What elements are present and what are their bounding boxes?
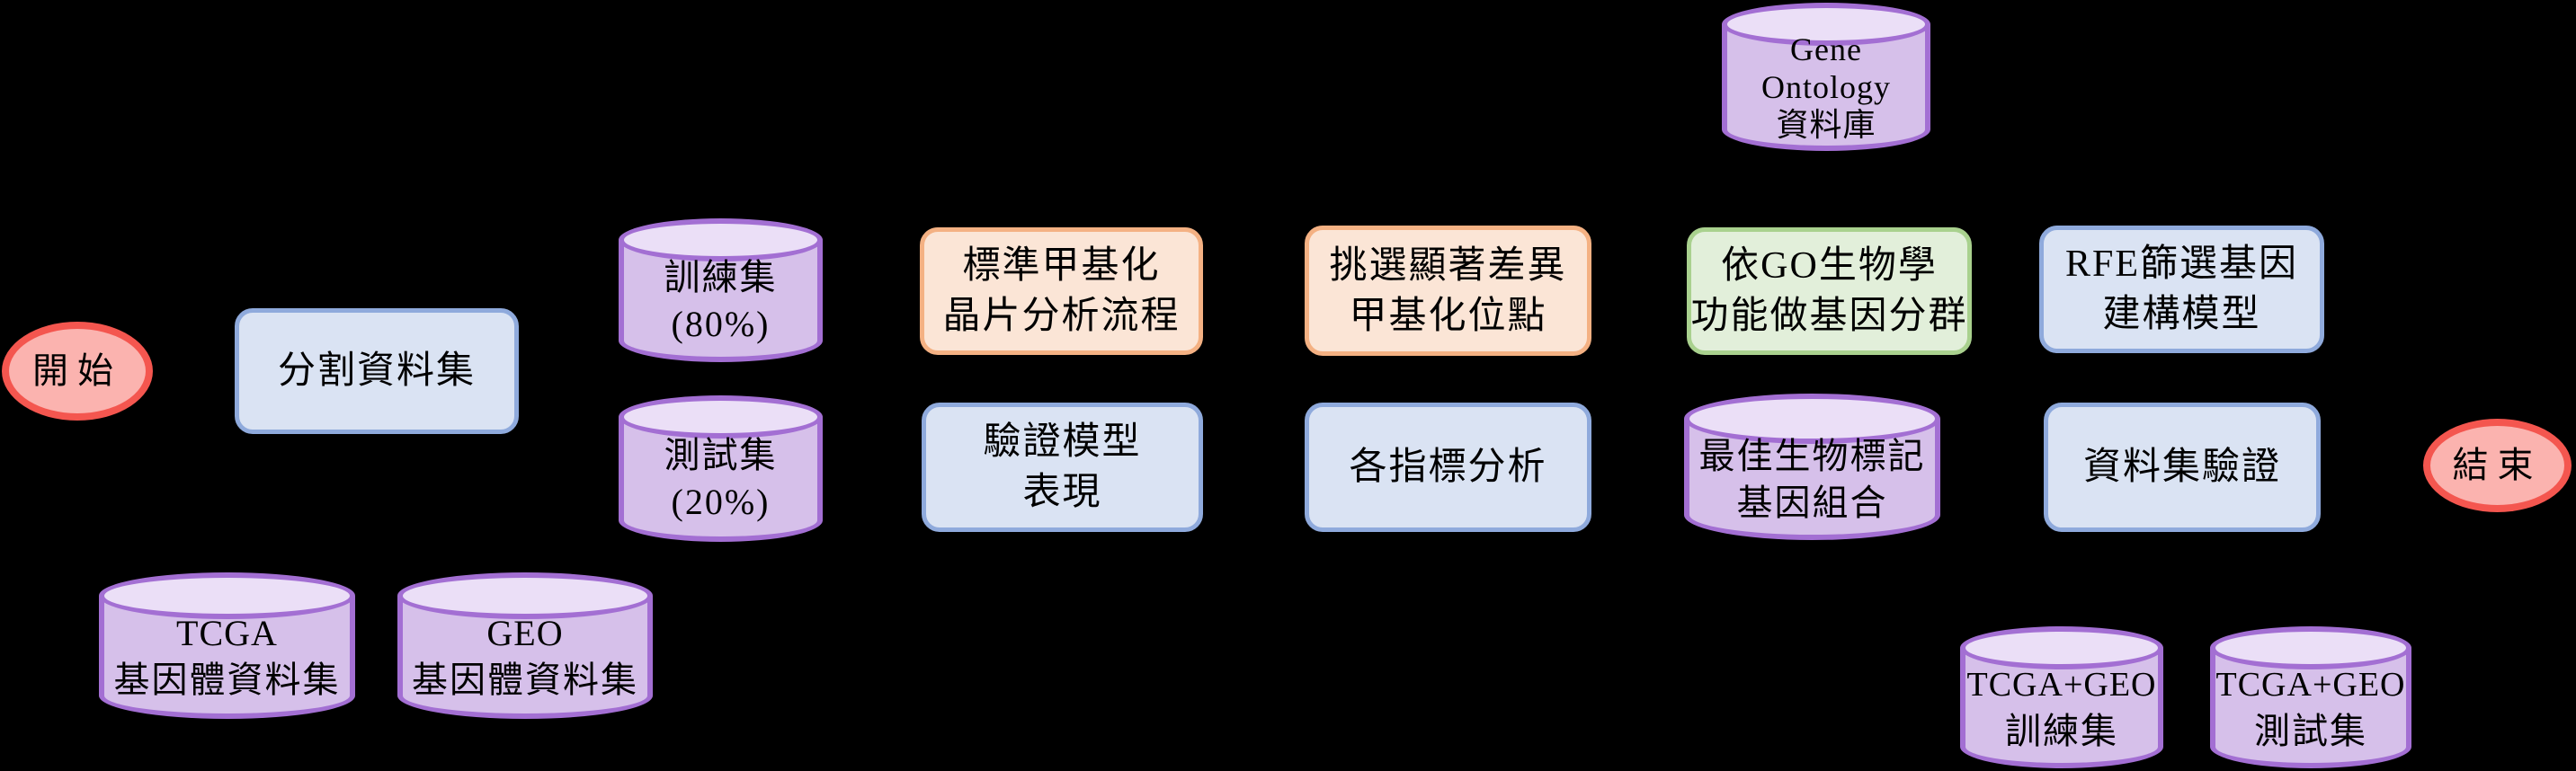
cylinder-top-ellipse (1722, 3, 1930, 46)
node-label-line: TCGA (176, 613, 278, 654)
node-label-line: 各指標分析 (1349, 447, 1547, 488)
model-validation-box: 驗證模型 表現 (922, 403, 1203, 532)
node-label: 訓練集 (80%) (619, 254, 823, 347)
node-label-line: 晶片分析流程 (942, 296, 1181, 337)
node-label-line: 資料庫 (1776, 107, 1876, 144)
cylinder-top-ellipse (1960, 626, 2163, 669)
node-label-line: GEO (486, 613, 564, 654)
node-label-line: 測試集 (2254, 710, 2367, 751)
node-label-line: 結束 (2452, 445, 2543, 485)
node-label-line: 訓練集 (2005, 710, 2118, 751)
node-label: 測試集 (20%) (619, 431, 823, 527)
rfe-model-box: RFE篩選基因 建構模型 (2039, 226, 2324, 353)
tcga-geo-train-cylinder: TCGA+GEO 訓練集 (1960, 626, 2163, 768)
methylation-pipeline-box: 標準甲基化 晶片分析流程 (920, 227, 1203, 355)
node-label: TCGA 基因體資料集 (99, 612, 355, 703)
cylinder-top-ellipse (99, 572, 355, 619)
dmp-selection-box: 挑選顯著差異 甲基化位點 (1305, 226, 1591, 356)
node-label-line: 驗證模型 (983, 421, 1142, 463)
node-label-line: 訓練集 (664, 256, 778, 297)
dataset-validation-box: 資料集驗證 (2044, 403, 2321, 532)
node-label-line: RFE篩選基因 (2064, 244, 2299, 285)
gene-ontology-cylinder: Gene Ontology 資料庫 (1722, 3, 1930, 151)
node-label-line: 基因體資料集 (113, 660, 341, 701)
cylinder-top-ellipse (1684, 394, 1940, 444)
node-label-line: 功能做基因分群 (1690, 296, 1968, 337)
cylinder-top-ellipse (619, 218, 823, 261)
cylinder-top-ellipse (2210, 626, 2411, 669)
cylinder-top-ellipse (397, 572, 653, 619)
node-label-line: Ontology (1760, 69, 1891, 106)
node-label-line: 分割資料集 (277, 350, 476, 392)
node-label-line: (80%) (671, 303, 771, 344)
node-label-line: 挑選顯著差異 (1329, 244, 1567, 287)
tcga-cylinder: TCGA 基因體資料集 (99, 572, 355, 719)
node-label-line: 依GO生物學 (1721, 245, 1938, 287)
node-label: TCGA+GEO 測試集 (2210, 662, 2411, 753)
node-label: Gene Ontology 資料庫 (1722, 31, 1930, 143)
node-label-line: 標準甲基化 (962, 245, 1161, 287)
node-label-line: 開始 (32, 350, 122, 391)
node-label-line: 資料集驗證 (2082, 447, 2281, 488)
split-dataset-box: 分割資料集 (235, 308, 519, 434)
node-label-line: TCGA+GEO (1966, 665, 2157, 704)
node-label: TCGA+GEO 訓練集 (1960, 662, 2163, 753)
node-label-line: 甲基化位點 (1349, 295, 1547, 337)
geo-cylinder: GEO 基因體資料集 (397, 572, 653, 719)
node-label-line: Gene (1790, 31, 1862, 68)
node-label: GEO 基因體資料集 (397, 612, 653, 703)
start-terminator: 開始 (2, 322, 153, 421)
tcga-geo-test-cylinder: TCGA+GEO 測試集 (2210, 626, 2411, 768)
node-label-line: 基因組合 (1736, 482, 1888, 523)
go-clustering-box: 依GO生物學 功能做基因分群 (1687, 227, 1972, 355)
test-set-cylinder: 測試集 (20%) (619, 395, 823, 542)
end-terminator: 結束 (2423, 419, 2572, 512)
node-label-line: TCGA+GEO (2215, 665, 2406, 704)
node-label-line: 最佳生物標記 (1698, 435, 1926, 476)
node-label-line: 表現 (1022, 472, 1102, 513)
cylinder-top-ellipse (619, 395, 823, 439)
biomarker-cylinder: 最佳生物標記 基因組合 (1684, 394, 1940, 540)
node-label: 最佳生物標記 基因組合 (1684, 436, 1940, 523)
node-label-line: 建構模型 (2102, 294, 2261, 335)
node-label-line: (20%) (671, 482, 771, 523)
training-set-cylinder: 訓練集 (80%) (619, 218, 823, 362)
node-label-line: 測試集 (664, 435, 778, 476)
metrics-analysis-box: 各指標分析 (1305, 403, 1591, 532)
node-label-line: 基因體資料集 (412, 660, 638, 701)
